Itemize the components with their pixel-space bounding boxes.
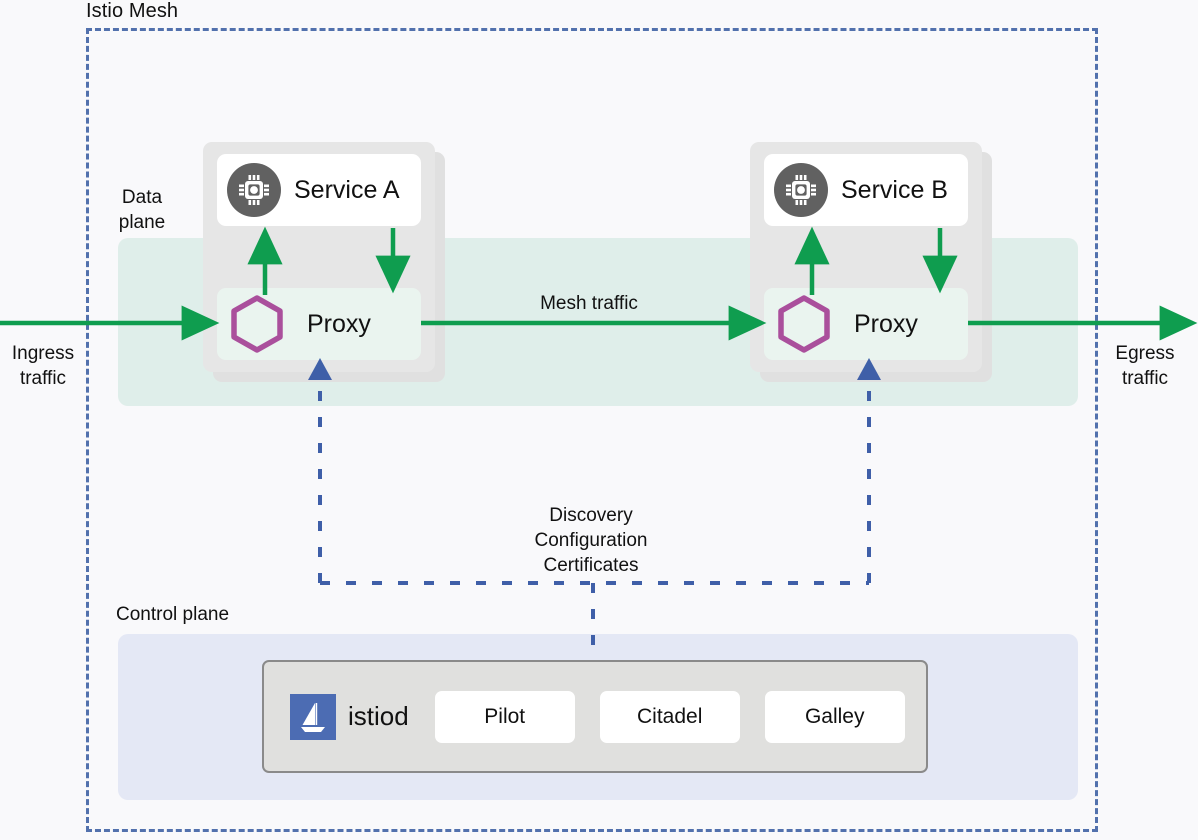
service-name-b: Service B (841, 175, 948, 204)
istiod-container: istiod Pilot Citadel Galley (262, 660, 928, 773)
hexagon-icon (778, 295, 830, 353)
component-pilot[interactable]: Pilot (434, 690, 575, 743)
mesh-traffic-label: Mesh traffic (540, 293, 638, 314)
proxy-box-b: Proxy (764, 288, 968, 360)
egress-label-line1: Egress (1115, 343, 1175, 364)
pod-service-a: Service A Proxy (203, 142, 445, 382)
discovery-line-2: Configuration (534, 530, 648, 551)
egress-traffic-label: Egress traffic (1108, 341, 1182, 391)
istiod-label: istiod (348, 701, 409, 731)
service-name-a: Service A (294, 175, 400, 204)
service-box-b: Service B (764, 154, 968, 226)
pod-service-b: Service B Proxy (750, 142, 992, 382)
data-plane-label-line2: plane (118, 212, 166, 233)
egress-label-line2: traffic (1121, 368, 1169, 389)
hexagon-icon (231, 295, 283, 353)
service-box-a: Service A (217, 154, 421, 226)
cpu-chip-icon (774, 163, 828, 217)
proxy-name-b: Proxy (854, 309, 918, 338)
data-plane-label-line1: Data (121, 187, 163, 208)
component-citadel[interactable]: Citadel (599, 690, 740, 743)
discovery-line-3: Certificates (543, 555, 639, 576)
istio-mesh-boundary (86, 28, 1098, 832)
ingress-label-line1: Ingress (11, 343, 75, 364)
discovery-line-1: Discovery (549, 505, 633, 526)
ingress-traffic-label: Ingress traffic (6, 341, 80, 391)
istio-mesh-label: Istio Mesh (86, 0, 179, 22)
istio-sail-icon (290, 693, 336, 740)
control-plane-label: Control plane (116, 604, 230, 625)
ingress-label-line2: traffic (19, 368, 67, 389)
discovery-config-label: Discovery Configuration Certificates (494, 503, 688, 578)
data-plane-label: Data plane (106, 185, 178, 235)
cpu-chip-icon (227, 163, 281, 217)
proxy-box-a: Proxy (217, 288, 421, 360)
proxy-name-a: Proxy (307, 309, 371, 338)
component-galley[interactable]: Galley (764, 690, 905, 743)
